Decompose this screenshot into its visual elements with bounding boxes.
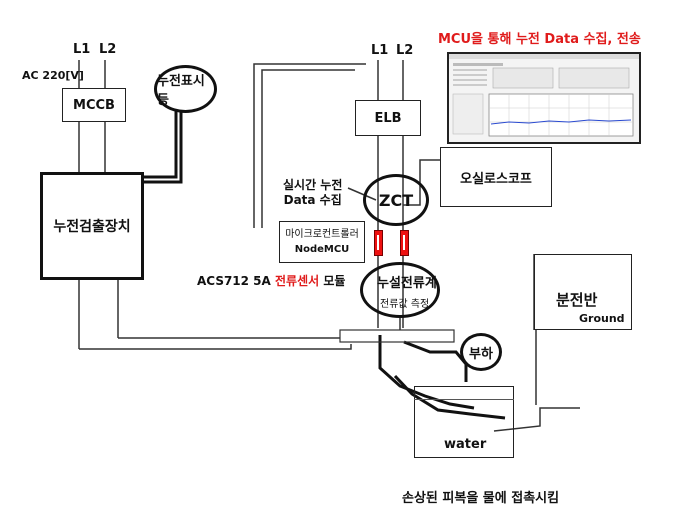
load-circle: 부하: [460, 333, 502, 371]
top-loop: [253, 63, 366, 228]
water-wire: [393, 374, 506, 420]
sensor-caption-prefix: ACS712 5A: [197, 274, 275, 288]
top-loop-inner: [261, 69, 355, 228]
leak-meter-circle: [360, 262, 440, 318]
current-sensor-l2: [400, 230, 409, 256]
realtime-label: 실시간 누전 Data 수집: [283, 178, 342, 208]
ground-wire: [493, 407, 580, 432]
realtime-line1: 실시간 누전: [283, 178, 343, 192]
left-l2-label: L2: [99, 42, 117, 57]
meter-base: [339, 329, 455, 343]
mccb-box: MCCB: [62, 88, 126, 122]
l1-return: [79, 344, 352, 350]
oscilloscope-box: 오실로스코프: [440, 147, 552, 207]
load-wire-b: [403, 340, 468, 382]
leak-detector-box: 누전검출장치: [40, 172, 144, 280]
indicator-lead-b: [143, 107, 183, 184]
water-surface: [414, 399, 514, 400]
monitoring-window-thumbnail: [447, 52, 641, 144]
sensor-caption-highlight: 전류센서: [275, 274, 320, 288]
load-wire-a: [378, 335, 475, 410]
mcu-line1: 마이크로컨트롤러: [285, 229, 359, 240]
zct-sensor: ZCT: [363, 174, 429, 226]
realtime-line2: Data 수집: [283, 193, 342, 207]
panel-label: 분전반: [556, 291, 598, 309]
mcu-box: 마이크로컨트롤러 NodeMCU: [279, 221, 365, 263]
bottom-caption: 손상된 피복을 물에 접촉시킴: [402, 491, 560, 506]
sensor-caption: ACS712 5A 전류센서 모듈: [197, 272, 345, 289]
elb-box: ELB: [355, 100, 421, 136]
ground-label: Ground: [579, 312, 625, 325]
water-container: [414, 386, 514, 458]
indicator-lead-a: [143, 107, 178, 179]
leak-indicator-lamp: 누전표시등: [154, 65, 217, 113]
monitoring-window-graphic: [449, 54, 639, 137]
elb-l1-label: L1: [371, 43, 389, 58]
sensor-caption-suffix: 모듈: [319, 274, 346, 288]
elb-l2-label: L2: [396, 43, 414, 58]
leak-meter-label: 누설전류계: [377, 276, 437, 291]
leak-meter-sub: 전류값 측정: [380, 299, 430, 310]
water-label: water: [444, 437, 487, 452]
mcu-caption: MCU을 통해 누전 Data 수집, 전송: [438, 32, 641, 47]
mcu-line2: NodeMCU: [294, 244, 350, 255]
current-sensor-l1: [374, 230, 383, 256]
left-l1-label: L1: [73, 42, 91, 57]
voltage-label: AC 220[V]: [22, 69, 84, 82]
distribution-panel: 분전반 Ground: [534, 254, 632, 330]
